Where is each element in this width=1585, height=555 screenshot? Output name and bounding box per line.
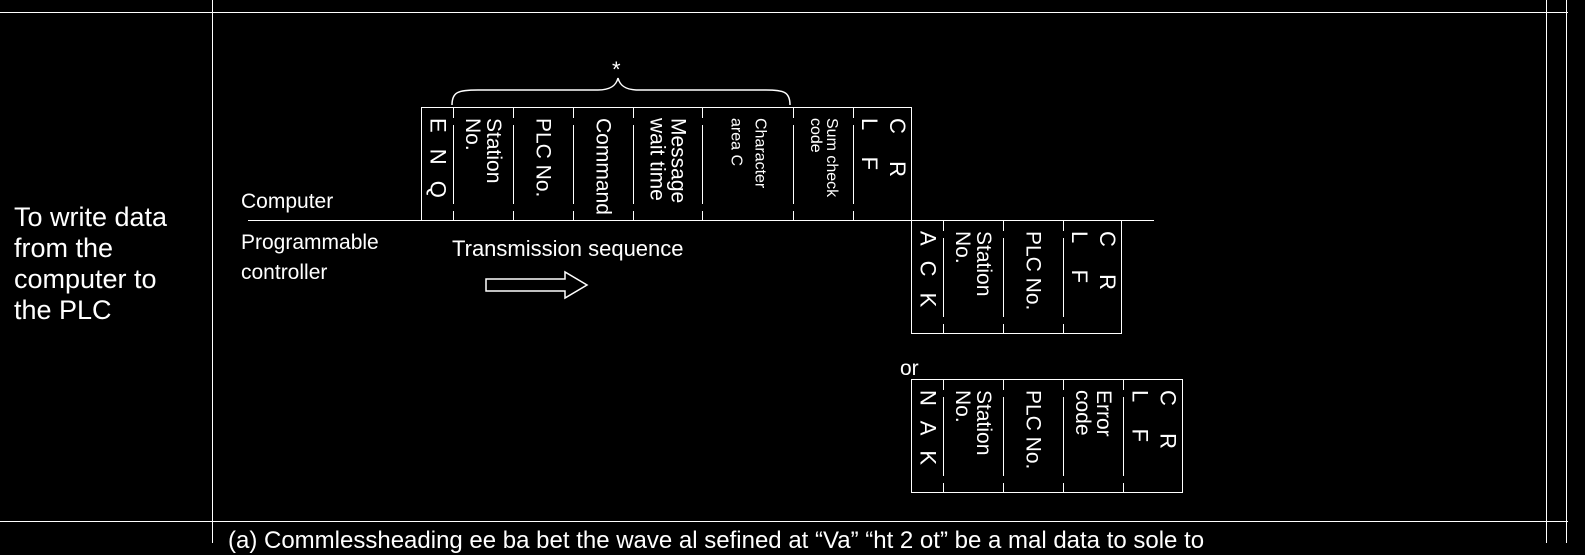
next-row-text: (a) Commlessheading ee ba bet the wave a… — [228, 527, 1205, 554]
computer-label: Computer — [241, 190, 334, 213]
field-ack: A C K — [912, 221, 943, 333]
command-frame: E N Q Station No. PLC No. Command Message wa… — [421, 107, 912, 221]
field-divider — [1003, 221, 1004, 333]
field-plcno: PLC No. — [513, 108, 573, 220]
plc-label: Programmable controller — [241, 231, 379, 284]
field-plcno-label: PLC No. — [1021, 390, 1045, 470]
field-divider — [793, 108, 794, 220]
field-nak: N A K — [912, 380, 943, 492]
field-crlf-label: C R L F — [1127, 390, 1181, 454]
table-line-bottom — [0, 521, 1568, 522]
field-nak-label: N A K — [915, 390, 941, 471]
field-ack-label: A C K — [915, 231, 941, 313]
field-wait: Message wait time — [633, 108, 702, 220]
field-divider — [513, 108, 514, 220]
field-group-brace — [451, 77, 791, 106]
field-error-label: Error code — [1071, 390, 1115, 437]
transmission-sequence-label: Transmission sequence — [452, 236, 684, 261]
field-divider — [573, 108, 574, 220]
nak-response-frame: N A K Station No. PLC No. Error code C R L F — [911, 379, 1183, 493]
field-crlf-label: C R L F — [857, 118, 910, 182]
field-crlf: C R L F — [1123, 380, 1184, 492]
field-crlf: C R L F — [853, 108, 913, 220]
field-crlf: C R L F — [1063, 221, 1123, 333]
field-command: Command — [573, 108, 633, 220]
field-error: Error code — [1063, 380, 1123, 492]
field-station-label: Station No. — [461, 118, 505, 184]
field-divider — [633, 108, 634, 220]
field-divider — [1123, 380, 1124, 492]
field-divider — [943, 380, 944, 492]
or-label: or — [900, 357, 919, 380]
field-station: Station No. — [943, 380, 1003, 492]
table-line-top — [0, 12, 1568, 13]
field-station-label: Station No. — [951, 231, 995, 297]
field-plcno-label: PLC No. — [1021, 231, 1045, 311]
field-command-label: Command — [591, 118, 615, 215]
field-enq: E N Q — [422, 108, 453, 220]
field-divider — [1003, 380, 1004, 492]
field-divider — [943, 221, 944, 333]
field-crlf-label: C R L F — [1067, 231, 1120, 295]
field-divider — [1063, 221, 1064, 333]
field-plcno: PLC No. — [1003, 221, 1063, 333]
table-column-divider — [212, 0, 213, 543]
field-enq-label: E N Q — [425, 118, 451, 203]
field-plcno: PLC No. — [1003, 380, 1063, 492]
field-divider — [1063, 380, 1064, 492]
table-right-border — [1546, 0, 1547, 543]
field-station: Station No. — [943, 221, 1003, 333]
row-label: To write data from the computer to the P… — [14, 202, 168, 325]
field-divider — [702, 108, 703, 220]
field-station: Station No. — [453, 108, 513, 220]
table-outer-right-border — [1566, 0, 1567, 543]
field-char-label: Character area C — [727, 118, 769, 189]
brace-asterisk: * — [612, 57, 621, 82]
field-sum: Sum check code — [793, 108, 853, 220]
ack-response-frame: A C K Station No. PLC No. C R L F — [911, 220, 1122, 334]
field-char: Character area C — [702, 108, 793, 220]
field-divider — [853, 108, 854, 220]
sequence-arrow-icon — [485, 270, 589, 300]
field-divider — [453, 108, 454, 220]
field-station-label: Station No. — [951, 390, 995, 456]
field-sum-label: Sum check code — [807, 118, 840, 198]
field-wait-label: Message wait time — [645, 118, 690, 204]
field-plcno-label: PLC No. — [531, 118, 555, 198]
